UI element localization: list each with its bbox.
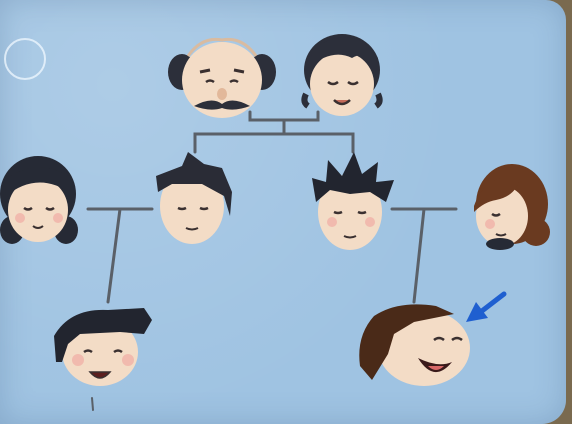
grandmother-face-icon xyxy=(301,34,383,116)
laughing-girl-face-icon xyxy=(359,304,470,386)
woman-brown-hair-face-icon xyxy=(474,164,550,250)
right-descent-line xyxy=(412,207,426,304)
man-face-icon xyxy=(156,152,232,244)
children-branch-line xyxy=(193,132,355,154)
arrow-pointer-icon xyxy=(466,291,507,322)
connector-lines xyxy=(86,110,458,411)
left-descent-line xyxy=(106,207,122,304)
grandfather-face-icon xyxy=(168,37,276,118)
laughing-boy-face-icon xyxy=(54,308,152,386)
punch-hole xyxy=(4,38,46,80)
small-tick xyxy=(91,397,94,411)
woman-short-hair-face-icon xyxy=(0,156,78,244)
man-spiky-hair-face-icon xyxy=(312,152,394,250)
